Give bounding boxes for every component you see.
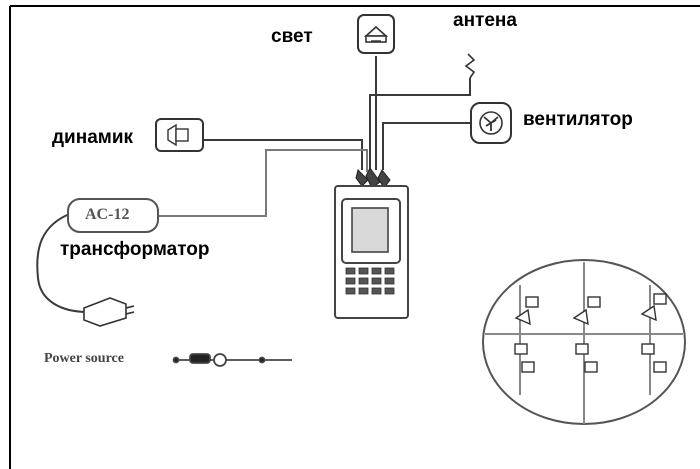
- plug-cable: [36, 212, 89, 313]
- label-light: свет: [271, 26, 313, 47]
- ceiling-lamp-icon: [357, 14, 395, 54]
- controller-connectors: [355, 167, 391, 189]
- transformer-box: [67, 198, 159, 233]
- power-plug-icon: [83, 297, 135, 327]
- label-antenna: антена: [453, 10, 517, 31]
- label-fan: вентилятор: [523, 109, 633, 130]
- antenna-icon: [464, 53, 476, 79]
- fan-wire: [382, 122, 470, 170]
- label-transformer: трансформатор: [60, 239, 210, 260]
- label-power-source: Power source: [44, 351, 124, 366]
- fan-icon: [470, 102, 512, 144]
- installation-detail-circle: [482, 259, 686, 425]
- wires: [36, 56, 471, 313]
- speaker-icon: [155, 118, 204, 152]
- label-transformer-model: AC-12: [85, 206, 130, 223]
- transformer-wire: [158, 149, 368, 217]
- speaker-wire: [203, 139, 363, 170]
- antenna-wire: [369, 78, 471, 170]
- power-source-symbol: [172, 353, 292, 367]
- diagram-frame: [9, 5, 700, 469]
- remote-controller-icon: [334, 185, 409, 319]
- label-speaker: динамик: [52, 127, 134, 148]
